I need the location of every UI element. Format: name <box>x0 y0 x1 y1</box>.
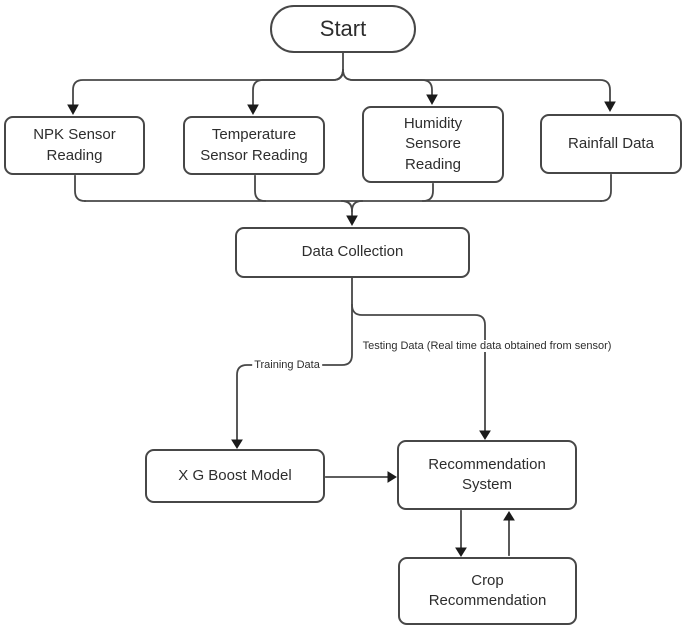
node-xgboost-label: X G Boost Model <box>178 466 292 484</box>
edge-temperature-merge <box>254 175 266 202</box>
edge-label-testing-data: Testing Data (Real time data obtained fr… <box>360 340 614 352</box>
arrowhead-recommendation-bottom <box>503 511 515 521</box>
node-rainfall-data: Rainfall Data <box>540 114 682 174</box>
edge-fork-to-rainfall <box>342 69 611 103</box>
arrowhead-recommendation-left <box>387 471 397 483</box>
node-start: Start <box>270 5 416 53</box>
edge-fork-to-npk <box>72 69 344 106</box>
node-recommendation-system: Recommendation System <box>397 440 577 510</box>
node-humidity-sensor-reading: Humidity Sensore Reading <box>362 106 504 183</box>
node-recommendation-label: Recommendation System <box>428 455 546 493</box>
arrowhead-data-collection <box>346 215 358 227</box>
edge-npk-merge <box>74 175 86 202</box>
arrowhead-temperature <box>247 104 259 116</box>
node-rainfall-label: Rainfall Data <box>568 134 654 152</box>
edge-testing-data <box>351 304 486 432</box>
arrowhead-npk <box>67 104 79 116</box>
edge-label-training-data: Training Data <box>252 359 322 371</box>
edge-fork-to-temperature <box>252 69 344 106</box>
arrowhead-recommendation-top <box>479 430 491 440</box>
node-humidity-label: Humidity Sensore Reading <box>403 115 463 173</box>
node-temperature-sensor-reading: Temperature Sensor Reading <box>183 116 325 175</box>
edge-merge-right-curve <box>351 200 363 212</box>
node-npk-sensor-reading: NPK Sensor Reading <box>4 116 145 175</box>
edge-fork-to-humidity <box>342 69 433 96</box>
arrowhead-crop <box>455 547 467 557</box>
arrowhead-xgboost <box>231 439 243 449</box>
node-start-label: Start <box>319 16 367 42</box>
edge-humidity-merge <box>422 183 434 202</box>
node-data-collection-label: Data Collection <box>301 243 404 261</box>
node-crop-label: Crop Recommendation <box>428 571 547 609</box>
node-crop-recommendation: Crop Recommendation <box>398 557 577 625</box>
node-temperature-label: Temperature Sensor Reading <box>200 126 308 164</box>
node-npk-label: NPK Sensor Reading <box>33 126 116 164</box>
edge-merge-left-curve <box>341 200 353 217</box>
node-data-collection: Data Collection <box>235 227 470 278</box>
arrowhead-rainfall <box>604 101 616 113</box>
arrowhead-humidity <box>426 94 438 106</box>
edge-rainfall-merge <box>600 174 612 202</box>
node-xgboost-model: X G Boost Model <box>145 449 325 503</box>
